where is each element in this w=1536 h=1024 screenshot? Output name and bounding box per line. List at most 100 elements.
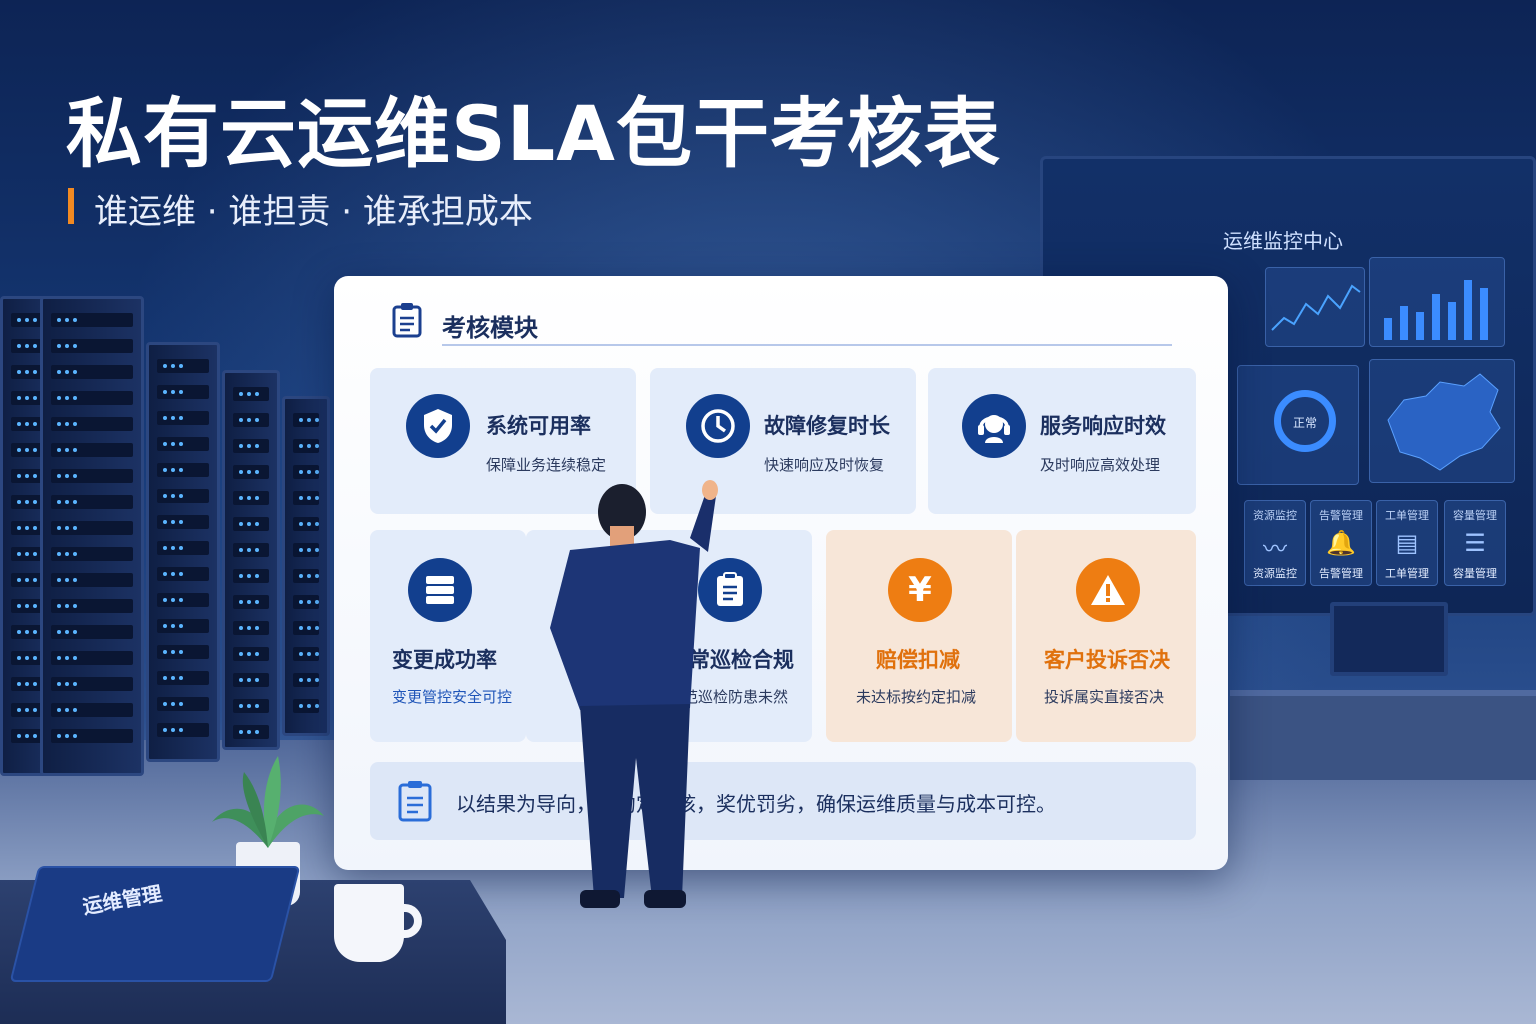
map-panel [1369,359,1515,483]
status-led [65,734,69,738]
rack-slot [51,599,133,613]
status-led [57,734,61,738]
status-led [33,448,37,452]
status-led [57,448,61,452]
status-led [239,548,243,552]
rack-slot [157,359,209,373]
rack-slot [293,673,319,687]
status-led [315,418,319,422]
status-led [33,396,37,400]
status-led [25,526,29,530]
status-led [163,572,167,576]
rack-slot [233,595,269,609]
subtitle-accent-bar [68,188,74,224]
rack-slot [157,723,209,737]
status-led [73,552,77,556]
status-led [65,422,69,426]
status-led [57,370,61,374]
status-led [57,682,61,686]
bar-chart-panel [1369,257,1505,347]
status-led [171,598,175,602]
rack-slot [293,595,319,609]
status-led [65,630,69,634]
status-led [65,682,69,686]
rack-slot [233,699,269,713]
summary-text: 以结果为导向，按约定考核，奖优罚劣，确保运维质量与成本可控。 [456,792,1056,816]
status-led [65,318,69,322]
status-led [25,318,29,322]
rack-slot [233,621,269,635]
assessment-board: 考核模块 系统可用率 保障业务连续稳定 故障修复时长 快速响应及时恢复 服务响应… [334,276,1228,870]
rack-slot [51,651,133,665]
status-led [57,578,61,582]
line-chart-icon [1271,284,1361,331]
status-led [57,396,61,400]
status-led [179,416,183,420]
status-led [171,494,175,498]
rack-slot [51,365,133,379]
status-led [17,682,21,686]
status-led [163,468,167,472]
clipboard-checklist-icon [698,558,762,622]
status-led [307,626,311,630]
status-led [33,630,37,634]
rack-slot [293,465,319,479]
rack-slot [157,411,209,425]
status-led [171,416,175,420]
plant-leaves-icon [212,756,324,848]
rack-slot [233,517,269,531]
status-led [247,418,251,422]
status-led [255,704,259,708]
board-title: 考核模块 [442,314,538,342]
status-led [73,396,77,400]
status-led [163,546,167,550]
clipboard-icon: ▤ [1395,529,1419,557]
status-led [239,522,243,526]
status-led [33,526,37,530]
rack-slot [157,541,209,555]
status-led [179,468,183,472]
status-led [247,496,251,500]
status-led [179,650,183,654]
status-led [307,496,311,500]
clipboard-icon [392,303,422,338]
status-led [73,344,77,348]
status-led [255,600,259,604]
status-led [163,676,167,680]
status-led [25,656,29,660]
status-led [307,522,311,526]
status-led [65,656,69,660]
server-icon [408,558,472,622]
document-list-icon [398,781,432,822]
status-led [33,578,37,582]
tile-ticket-management: 工单管理 ▤ 工单管理 [1376,500,1438,586]
status-led [255,574,259,578]
status-led [247,626,251,630]
status-led [247,522,251,526]
rack-slot [293,413,319,427]
status-led [299,522,303,526]
status-led [299,626,303,630]
status-led [239,496,243,500]
rack-slot [51,417,133,431]
status-led [247,652,251,656]
status-led [25,500,29,504]
server-rack [222,370,280,750]
status-led [163,416,167,420]
rack-slot [157,697,209,711]
status-led [315,444,319,448]
server-rack [40,296,144,776]
status-led [171,520,175,524]
status-led [255,548,259,552]
status-led [171,364,175,368]
status-led [33,344,37,348]
status-led [163,650,167,654]
status-led [33,552,37,556]
card-complaint-veto: 客户投诉否决 投诉属实直接否决 [1016,530,1196,742]
status-led [179,546,183,550]
status-led [179,624,183,628]
rack-slot [233,491,269,505]
status-led [299,548,303,552]
status-led [179,598,183,602]
rack-slot [51,573,133,587]
